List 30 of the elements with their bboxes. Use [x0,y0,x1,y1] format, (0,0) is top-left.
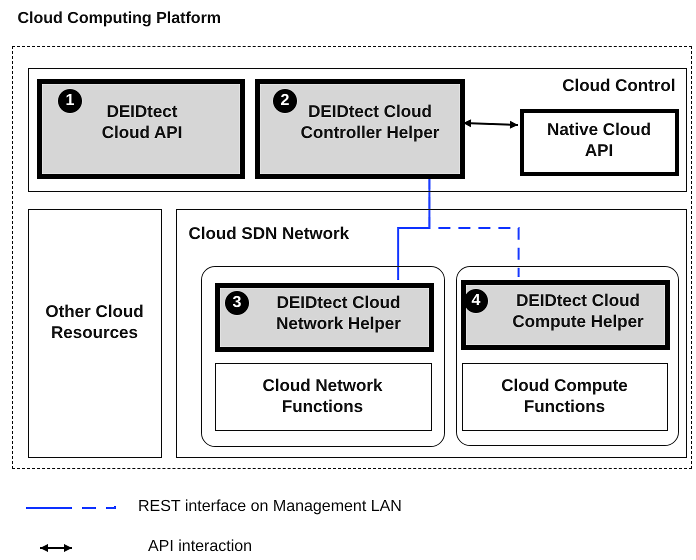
component-label: DEIDtect Cloud Network Helper [275,292,402,334]
component-label: DEIDtect Cloud API [100,101,184,143]
legend-label: REST interface on Management LAN [138,498,402,516]
group-box [456,266,679,446]
number-badge: 1 [58,89,82,113]
component-box [461,280,670,350]
group-box [201,266,445,447]
connector-line [428,177,520,277]
component-label: Cloud Network Functions [262,374,384,416]
group-title: Cloud Control [561,74,676,96]
group-title: Cloud Computing Platform [18,8,222,28]
component-box [215,283,434,352]
number-badge: 3 [225,291,249,315]
number-badge: 4 [464,289,488,313]
component-label: Other Cloud Resources [44,300,145,342]
component-label: DEIDtect Cloud Compute Helper [511,290,645,332]
group-title: Cloud SDN Network [188,222,350,244]
group-box [215,363,432,431]
group-box [176,209,687,458]
component-label: DEIDtect Cloud Controller Helper [300,101,440,143]
component-label: Cloud Compute Functions [500,374,629,416]
group-box [28,68,687,192]
component-box [37,79,245,179]
legend-label: API interaction [148,538,252,556]
component-box [255,79,465,179]
component-label: Native Cloud API [546,119,652,161]
number-badge: 2 [273,89,297,113]
component-box [520,109,679,176]
group-box [28,209,162,458]
group-box [462,363,668,431]
